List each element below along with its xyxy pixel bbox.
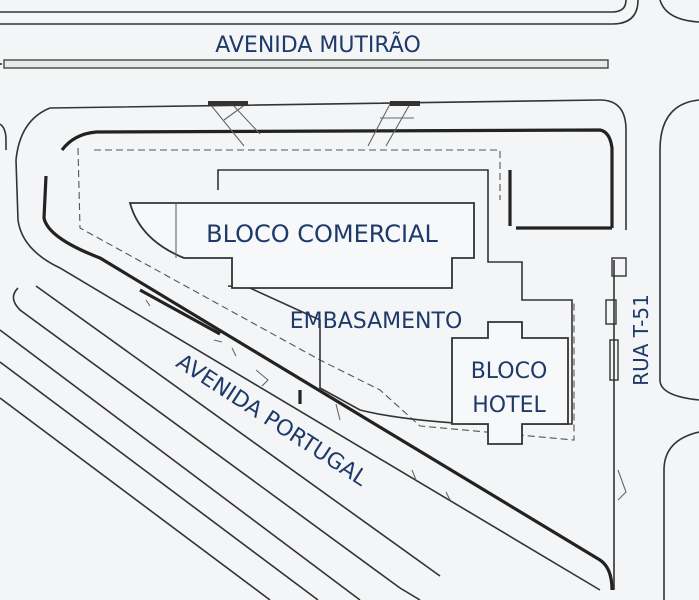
street-avenida-portugal [0, 285, 441, 600]
setback-line [77, 147, 575, 441]
label-rua-t51: RUA T-51 [629, 294, 653, 386]
parking-bays [139, 288, 451, 501]
label-embasamento: EMBASAMENTO [290, 309, 463, 334]
embasamento-outline [217, 169, 573, 425]
entrance-ramps [208, 101, 420, 147]
site-curb [15, 99, 627, 591]
lot-boundary [42, 128, 614, 591]
right-side-access [508, 170, 627, 501]
street-rua-t51 [659, 99, 699, 600]
label-bloco-hotel-line2: HOTEL [472, 393, 546, 418]
bloco-hotel-outline [451, 321, 569, 445]
bloco-comercial-outline [128, 202, 475, 289]
street-avenida-mutirao [0, 0, 699, 69]
label-avenida-mutirao: AVENIDA MUTIRÃO [215, 31, 421, 58]
label-bloco-comercial: BLOCO COMERCIAL [206, 220, 438, 248]
label-bloco-hotel-line1: BLOCO [471, 359, 548, 384]
